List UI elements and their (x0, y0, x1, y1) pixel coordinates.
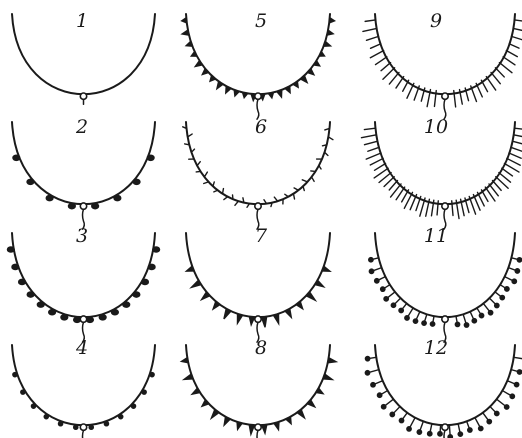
panel-number: 9 (430, 10, 442, 32)
clasp (80, 424, 86, 438)
necklace-panel-9: 9 (363, 10, 522, 119)
necklace-ornaments (7, 247, 159, 323)
panel-number: 6 (255, 116, 267, 138)
clasp (255, 424, 261, 438)
necklace-panel-6: 6 (183, 116, 333, 229)
necklace-ornaments (183, 127, 333, 207)
panel-number: 4 (75, 337, 88, 359)
necklace-panel-10: 10 (361, 116, 522, 229)
necklace-panel-1: 1 (12, 10, 155, 104)
clasp (80, 93, 86, 104)
necklace-curve (375, 14, 515, 94)
necklace-panel-5: 5 (182, 10, 335, 119)
panel-number: 3 (76, 225, 88, 247)
necklace-panel-12: 12 (365, 337, 522, 438)
panel-number: 10 (424, 116, 448, 138)
clasp (442, 424, 448, 438)
panel-number: 5 (255, 10, 267, 32)
necklace-panel-11: 11 (369, 225, 522, 342)
necklace-ornaments (13, 155, 154, 209)
panel-number: 7 (255, 225, 268, 247)
panel-number: 1 (76, 10, 88, 32)
necklace-panel-4: 4 (12, 337, 155, 438)
panel-number: 2 (75, 116, 88, 138)
panel-number: 11 (424, 225, 448, 247)
necklace-panel-2: 2 (12, 116, 155, 229)
panel-number: 12 (424, 337, 448, 359)
necklace-ornaments (13, 373, 154, 430)
panel-number: 8 (255, 337, 267, 359)
necklace-panel-7: 7 (186, 225, 330, 342)
necklace-panel-8: 8 (182, 337, 337, 438)
necklace-panel-3: 3 (7, 225, 159, 342)
